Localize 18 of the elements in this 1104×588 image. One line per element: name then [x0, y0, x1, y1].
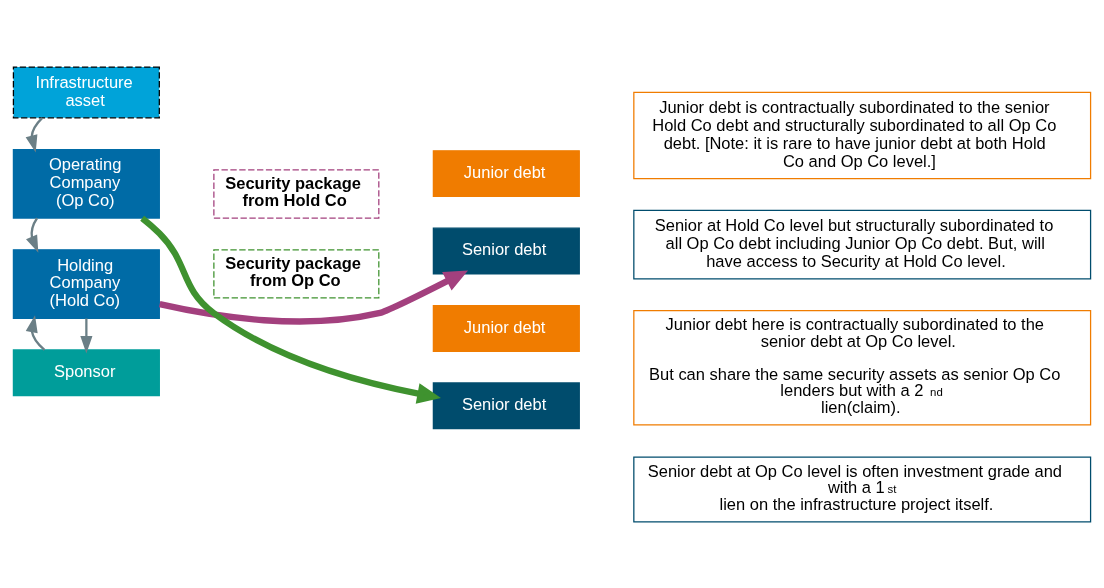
arrow — [80, 318, 93, 353]
arrow — [25, 314, 46, 351]
node-box: Junior debt — [432, 149, 580, 197]
node-box: Operating Company (Op Co) — [12, 148, 160, 219]
node-box: Senior at Hold Co level but structurally subordinated to all Op Co debt including Junior Op Co debt. But, will have access to Security at Hold Co level. — [633, 209, 1092, 280]
node-box: Junior debt — [432, 304, 580, 352]
arrow — [26, 217, 39, 253]
arrow — [140, 215, 441, 404]
arrow — [25, 116, 43, 153]
node-box: Senior debt — [432, 227, 580, 274]
node-box: Security package from Op Co — [213, 248, 380, 299]
node-box: Senior debt — [432, 381, 580, 429]
node-box: Junior debt is contractually subordinated to the senior Hold Co debt and structurally subordinated to all Op Co debt. [Note: it is rare to have junior debt at both Hold Co and Op Co level.] — [633, 91, 1092, 179]
node-box: Holding Company (Hold Co) — [12, 248, 160, 319]
node-box: Sponsor — [12, 348, 160, 396]
node-box: Infrastructure asset — [12, 65, 160, 118]
arrow — [159, 269, 468, 325]
node-box: Security package from Hold Co — [213, 168, 380, 219]
